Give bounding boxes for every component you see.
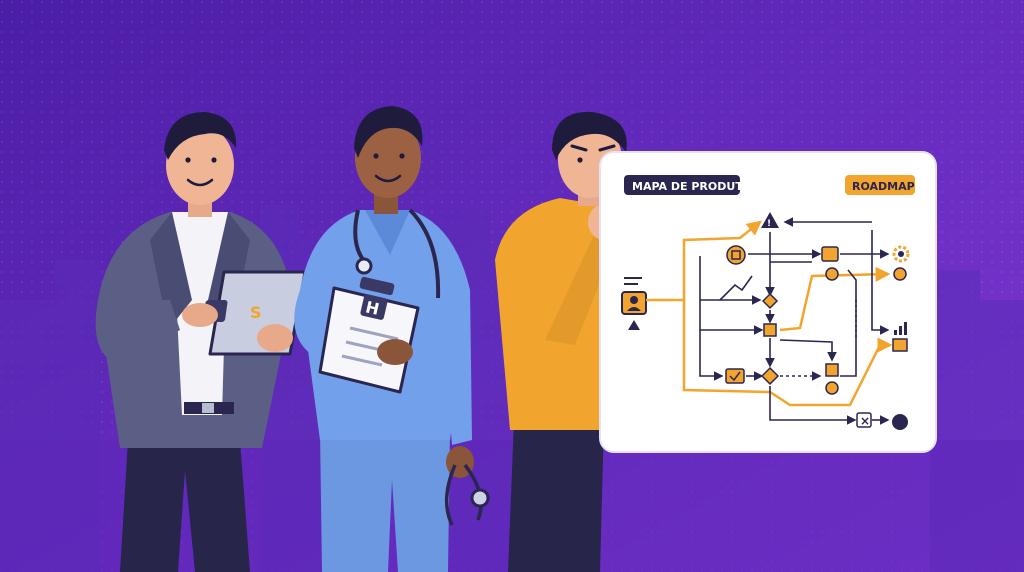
node-circle-low bbox=[825, 381, 839, 395]
node-circle-mid bbox=[825, 267, 839, 281]
bar-chart-icon bbox=[894, 322, 907, 335]
close-icon: × bbox=[860, 414, 870, 428]
end-node bbox=[892, 414, 908, 430]
svg-text:!: ! bbox=[767, 219, 771, 229]
roadmap-label: ROADMAP bbox=[852, 180, 915, 193]
document-node bbox=[821, 246, 839, 262]
square-node-2 bbox=[825, 363, 839, 377]
node-circle-top bbox=[726, 245, 746, 265]
roadmap-badge bbox=[845, 175, 915, 195]
flow-nodes: × bbox=[725, 245, 908, 430]
product-map-panel: MAPA DE PRODUTO ROADMAP ! bbox=[599, 151, 937, 453]
check-node bbox=[725, 368, 745, 384]
product-map-badge bbox=[624, 175, 740, 195]
clipboard: H bbox=[318, 276, 420, 394]
orange-flow-lines bbox=[646, 220, 893, 407]
square-node-right bbox=[892, 338, 908, 352]
gear-icon bbox=[892, 245, 910, 263]
nurse-figure: H bbox=[294, 106, 490, 572]
node-circle-right bbox=[893, 267, 907, 281]
diamond-node-2 bbox=[760, 366, 780, 386]
diamond-node-1 bbox=[761, 292, 779, 310]
businessman-figure: S bbox=[95, 112, 307, 572]
navy-flow-lines bbox=[699, 217, 890, 425]
product-map-title: MAPA DE PRODUTO bbox=[632, 180, 752, 193]
close-node bbox=[856, 412, 872, 428]
user-profile-icon bbox=[621, 277, 647, 330]
square-node bbox=[763, 323, 777, 337]
tablet-letter: S bbox=[250, 303, 262, 322]
warning-icon: ! bbox=[761, 212, 779, 229]
clipboard-letter: H bbox=[364, 297, 381, 319]
